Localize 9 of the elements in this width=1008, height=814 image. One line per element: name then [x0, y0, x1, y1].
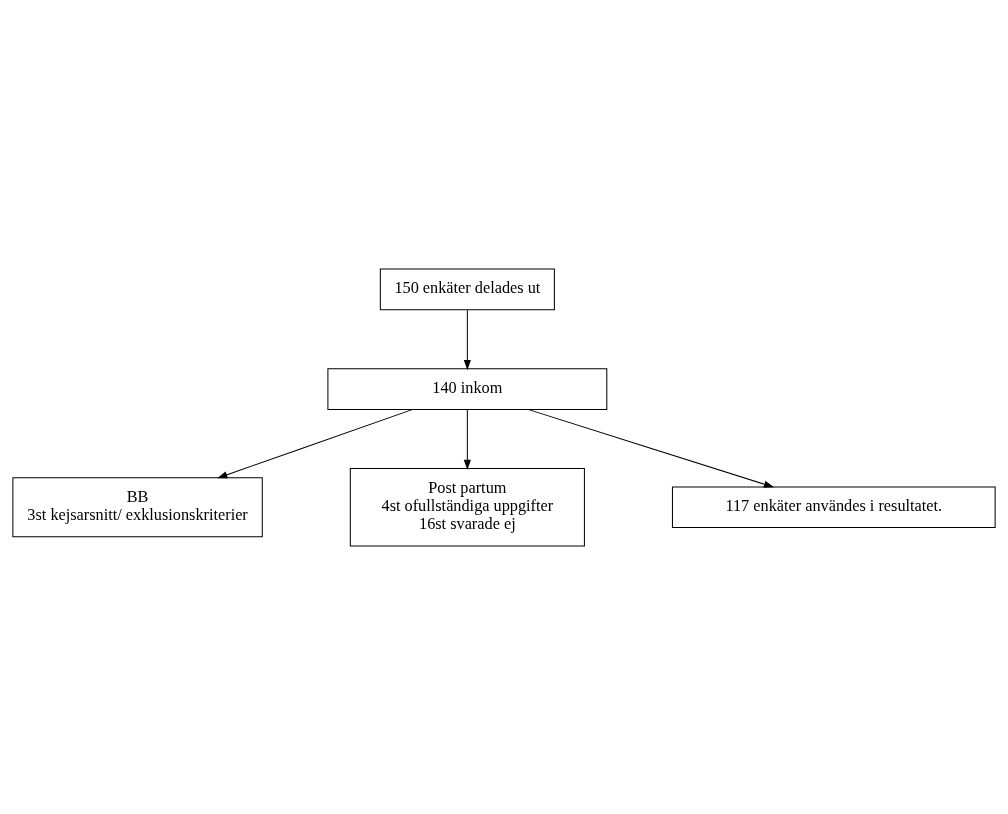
arrow — [217, 408, 413, 478]
node-box: BB 3st kejsarsnitt/ exklusionskriterier — [12, 476, 263, 537]
arrow — [463, 408, 471, 470]
node-box: Post partum 4st ofullständiga uppgifter 16st svarade ej — [349, 467, 585, 546]
node-box: 150 enkäter delades ut — [379, 268, 555, 310]
arrow — [463, 309, 471, 370]
node-box: 140 inkom — [327, 367, 608, 410]
node-box: 117 enkäter användes i resultatet. — [671, 485, 996, 528]
arrow — [528, 408, 775, 488]
